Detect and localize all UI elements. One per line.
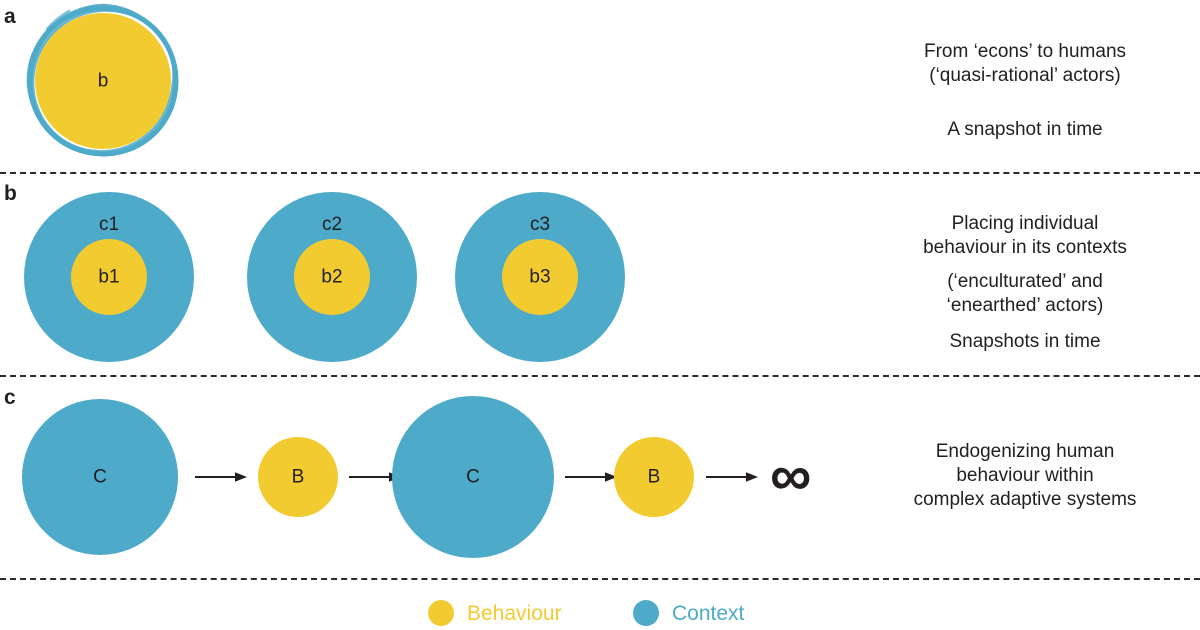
panel-c-note-1: Endogenizing human behaviour within comp… xyxy=(913,441,1137,511)
circle-label-c3: c3 xyxy=(529,214,551,235)
arrow-3 xyxy=(565,472,617,482)
context-circle-c-second: C xyxy=(392,396,554,558)
context-rough-ring-a xyxy=(26,3,179,157)
panel-b-note-2: (‘enculturated’ and ‘enearthed’ actors) xyxy=(946,271,1104,317)
behaviour-circle-b2: b2 xyxy=(294,239,370,315)
circle-label-c-second: C xyxy=(466,466,480,488)
divider-c-legend xyxy=(0,578,1200,580)
circle-label-b: b xyxy=(97,70,109,92)
panel-b-note-1: Placing individual behaviour in its cont… xyxy=(923,213,1127,259)
panel-b-note-3: Snapshots in time xyxy=(949,331,1101,352)
behaviour-circle-b1: b1 xyxy=(71,239,147,315)
behaviour-circle-b3: b3 xyxy=(502,239,578,315)
legend-label-behaviour: Behaviour xyxy=(467,601,562,625)
circle-label-c1: c1 xyxy=(98,214,120,235)
context-circle-c-first: C xyxy=(22,399,178,555)
behaviour-circle-b-first: B xyxy=(258,437,338,517)
panel-letter-b: b xyxy=(4,182,17,205)
circle-label-b-second: B xyxy=(647,466,661,488)
circle-label-b2: b2 xyxy=(321,266,343,288)
behaviour-circle-b-second: B xyxy=(614,437,694,517)
circle-label-c-first: C xyxy=(93,466,107,488)
circle-label-b3: b3 xyxy=(529,266,551,288)
legend-label-context: Context xyxy=(672,601,745,625)
panel-a-note-2: A snapshot in time xyxy=(947,119,1103,140)
legend-item-behaviour: Behaviour xyxy=(428,600,562,626)
legend-item-context: Context xyxy=(633,600,744,626)
arrow-1 xyxy=(195,472,247,482)
arrow-4 xyxy=(706,472,758,482)
legend-dot-context xyxy=(633,600,659,626)
circle-label-b-first: B xyxy=(291,466,305,488)
infinity-symbol: ∞ xyxy=(770,443,812,508)
legend-dot-behaviour xyxy=(428,600,454,626)
panel-letter-c: c xyxy=(4,386,16,409)
circle-label-b1: b1 xyxy=(98,266,120,288)
panel-letter-a: a xyxy=(4,5,16,28)
panel-a-note-1: From ‘econs’ to humans (‘quasi-rational’… xyxy=(923,41,1127,87)
divider-b-c xyxy=(0,375,1200,377)
divider-a-b xyxy=(0,172,1200,174)
behaviour-circle-b: b xyxy=(35,13,171,149)
circle-label-c2: c2 xyxy=(321,214,343,235)
